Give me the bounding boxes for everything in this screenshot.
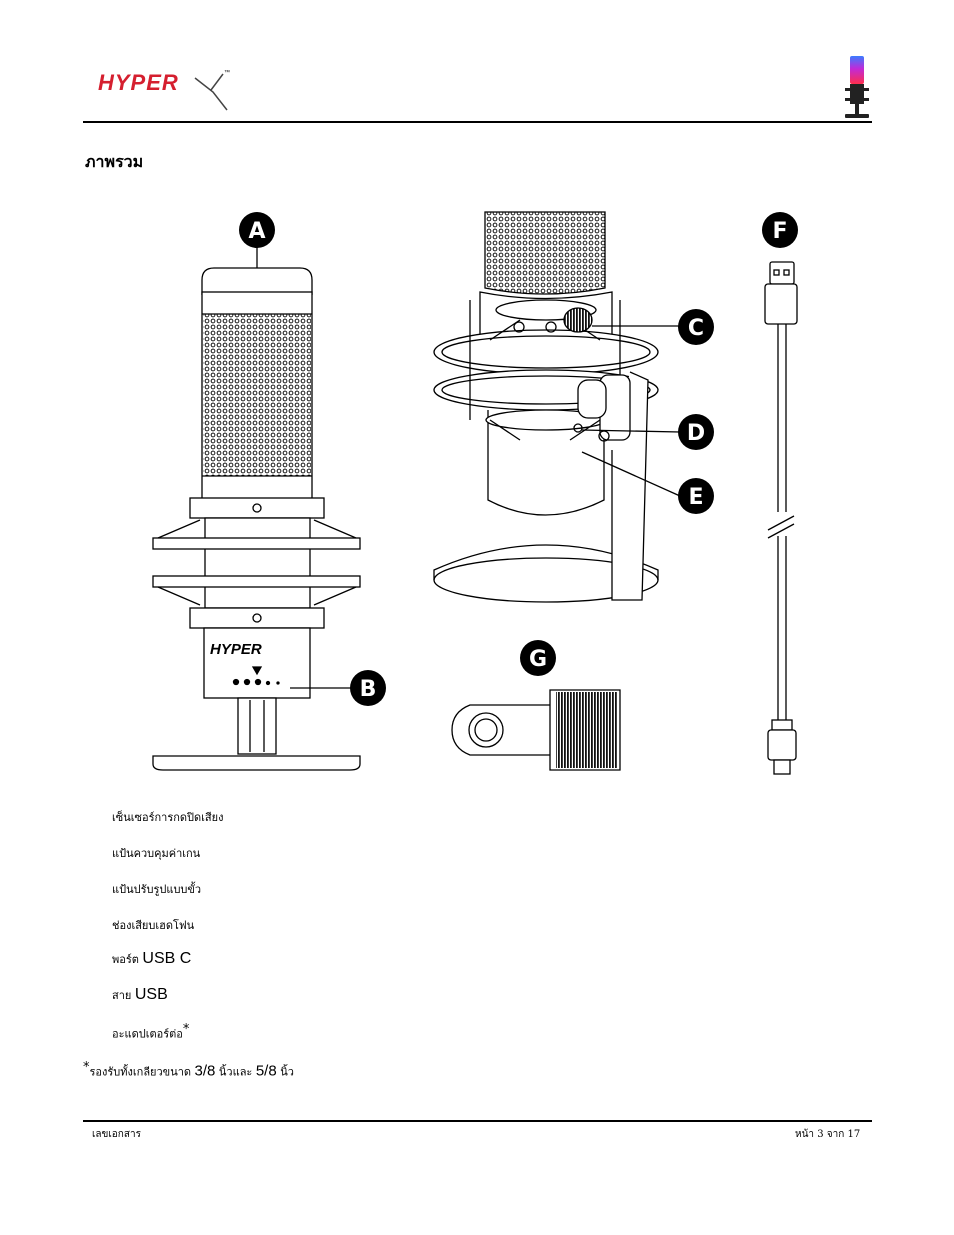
legend-text: แป้นปรับรูปแบบขั้ว bbox=[112, 883, 202, 896]
svg-text:A: A bbox=[248, 219, 265, 244]
footnote-size: 5/8 bbox=[255, 1062, 277, 1080]
logo-text: HYPER bbox=[98, 70, 179, 95]
hyperx-logo: HYPER ™ bbox=[98, 66, 238, 114]
callout-c: C bbox=[678, 309, 714, 345]
legend-text: ช่องเสียบเฮดโฟน bbox=[112, 919, 195, 932]
callout-d: D bbox=[678, 414, 714, 450]
svg-text:E: E bbox=[688, 485, 703, 510]
callout-e: E bbox=[678, 478, 714, 514]
callout-a: A bbox=[239, 212, 275, 248]
legend-text: พอร์ต bbox=[112, 953, 139, 966]
svg-text:D: D bbox=[687, 421, 705, 446]
legend-item-e: พอร์ต USB C bbox=[112, 950, 191, 968]
svg-text:G: G bbox=[529, 647, 547, 672]
footnote-text: นิ้ว bbox=[280, 1065, 294, 1079]
usb-cable bbox=[764, 261, 798, 775]
x-swoosh-icon bbox=[194, 73, 228, 111]
footnote-size: 3/8 bbox=[194, 1062, 216, 1080]
legend-item-d: ช่องเสียบเฮดโฟน bbox=[112, 916, 194, 934]
header-rule bbox=[83, 121, 872, 123]
asterisk-mark: * bbox=[182, 1022, 190, 1037]
page-title: ภาพรวม bbox=[85, 152, 144, 171]
product-thumbnail-icon bbox=[845, 56, 869, 118]
legend-item-b: แป้นควบคุมค่าเกน bbox=[112, 844, 200, 862]
legend-item-g: อะแดปเตอร์ต่อ* bbox=[112, 1022, 189, 1043]
footnote-text: นิ้วและ bbox=[218, 1065, 253, 1079]
legend-text: อะแดปเตอร์ต่อ bbox=[112, 1027, 183, 1041]
document-number-label: เลขเอกสาร bbox=[92, 1129, 141, 1140]
legend-latin: USB C bbox=[142, 950, 192, 967]
legend-text: สาย bbox=[112, 989, 132, 1002]
legend-item-a: เซ็นเซอร์การกดปิดเสียง bbox=[112, 808, 223, 826]
product-diagram: HYPER bbox=[152, 211, 798, 775]
page-number: หน้า 3 จาก 17 bbox=[795, 1129, 861, 1140]
svg-text:C: C bbox=[688, 316, 704, 341]
legend-item-f: สาย USB bbox=[112, 986, 168, 1004]
front-microphone bbox=[152, 245, 361, 771]
footer-rule bbox=[83, 1120, 872, 1122]
callout-f: F bbox=[762, 212, 798, 248]
legend-text: เซ็นเซอร์การกดปิดเสียง bbox=[112, 811, 224, 824]
callout-b: B bbox=[350, 670, 386, 706]
footnote: *รองรับทั้งเกลียวขนาด 3/8 นิ้วและ 5/8 นิ… bbox=[83, 1060, 294, 1081]
footnote-text: รองรับทั้งเกลียวขนาด bbox=[89, 1065, 192, 1079]
svg-text:B: B bbox=[360, 677, 377, 702]
svg-text:F: F bbox=[772, 219, 787, 244]
adapter-g bbox=[451, 689, 621, 771]
diagram-brand: HYPER bbox=[210, 641, 262, 658]
legend-item-c: แป้นปรับรูปแบบขั้ว bbox=[112, 880, 201, 898]
angled-microphone bbox=[433, 211, 681, 603]
footnote-star: * bbox=[83, 1060, 90, 1075]
callout-g: G bbox=[520, 640, 556, 676]
legend-text: แป้นควบคุมค่าเกน bbox=[112, 847, 201, 860]
legend-latin: USB bbox=[134, 986, 168, 1003]
trademark: ™ bbox=[224, 70, 230, 76]
